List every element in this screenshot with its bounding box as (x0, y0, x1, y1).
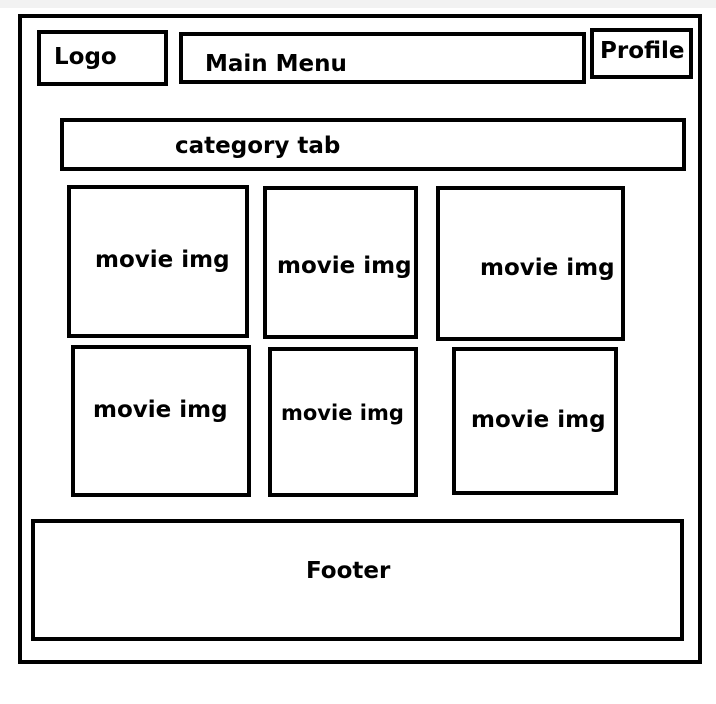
movie-img-card[interactable]: movie img (263, 186, 418, 339)
movie-img-label: movie img (281, 401, 404, 425)
movie-img-card[interactable]: movie img (436, 186, 625, 341)
profile-label: Profile (600, 38, 685, 64)
footer-label: Footer (306, 558, 391, 584)
category-tab[interactable]: category tab (60, 118, 686, 171)
movie-img-label: movie img (471, 407, 606, 433)
movie-img-label: movie img (277, 253, 412, 279)
movie-img-label: movie img (95, 247, 230, 273)
category-tab-label: category tab (175, 133, 341, 159)
movie-img-card[interactable]: movie img (452, 347, 618, 495)
canvas-top-strip (0, 0, 716, 8)
movie-img-label: movie img (93, 397, 228, 423)
logo-label: Logo (54, 44, 117, 70)
main-menu-box[interactable]: Main Menu (179, 32, 586, 84)
movie-img-card[interactable]: movie img (268, 347, 418, 497)
movie-img-label: movie img (480, 255, 615, 281)
profile-box[interactable]: Profile (590, 28, 693, 79)
logo-box[interactable]: Logo (37, 30, 168, 86)
footer: Footer (31, 519, 684, 641)
movie-img-card[interactable]: movie img (71, 345, 251, 497)
main-menu-label: Main Menu (205, 51, 347, 77)
movie-img-card[interactable]: movie img (67, 185, 249, 338)
